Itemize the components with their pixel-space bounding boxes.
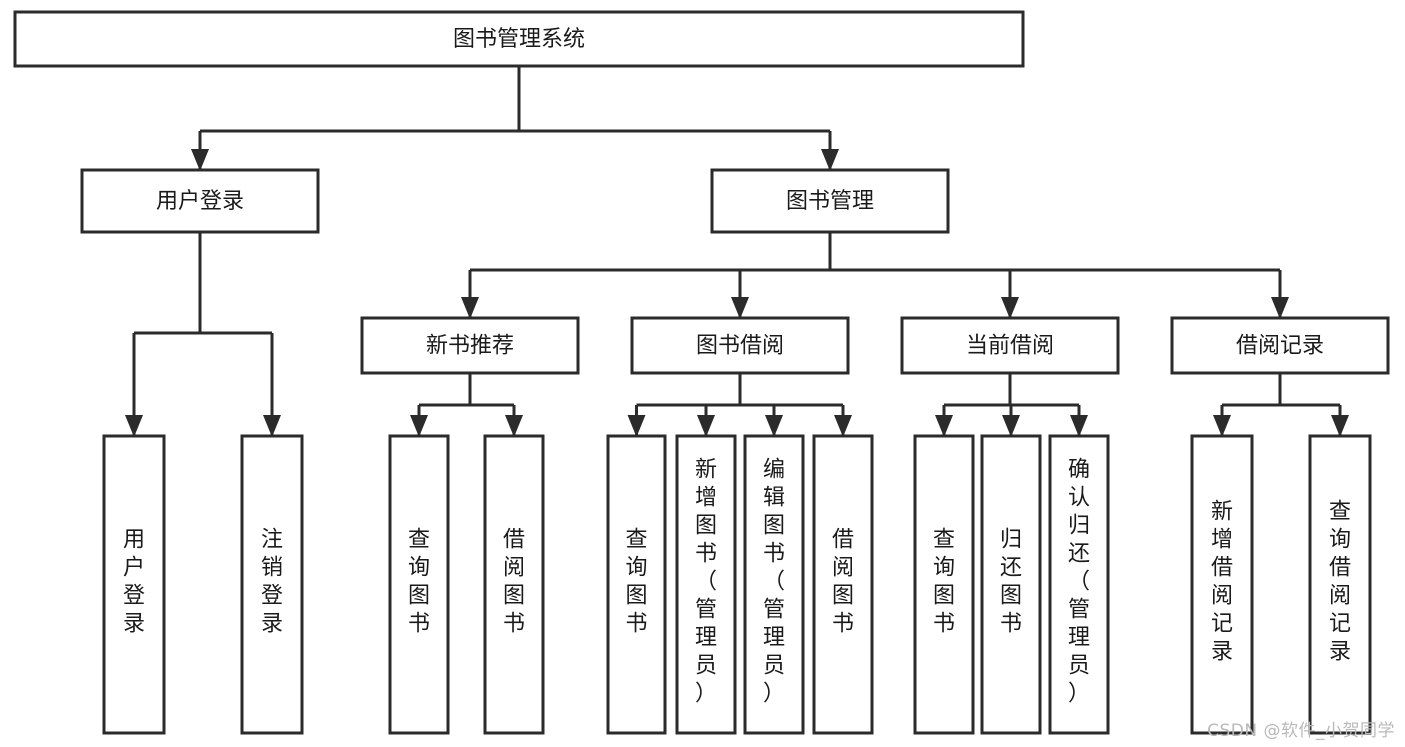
- node-leaf-12-label: 查询借阅记录: [1329, 500, 1351, 665]
- node-leaf-6-rect: [743, 434, 805, 735]
- arrow-head-icon: [1271, 297, 1289, 319]
- arrow-head-icon: [410, 415, 428, 437]
- node-root-图书管理系统-label: 图书管理系统: [453, 27, 585, 52]
- node-leaf-4[interactable]: 查询图书: [606, 434, 667, 735]
- arrow-head-icon: [627, 415, 646, 437]
- arrow-head-icon: [1070, 415, 1088, 437]
- node-leaf-0-label: 用户登录: [123, 528, 145, 637]
- node-leaf-8-label: 查询图书: [933, 528, 955, 637]
- node-level3-0-rect: [360, 316, 580, 375]
- arrow-head-icon: [935, 415, 953, 437]
- node-leaf-12[interactable]: 查询借阅记录: [1308, 434, 1372, 735]
- connectors-layer: [125, 66, 1349, 437]
- node-leaf-4-rect: [606, 434, 667, 735]
- node-leaf-1-label: 注销登录: [261, 528, 283, 637]
- node-leaf-5[interactable]: 新增图书（管理员）: [675, 434, 737, 735]
- node-level3-2-label: 当前借阅: [966, 334, 1054, 359]
- node-leaf-10-label: 确认归还（管理员）: [1068, 458, 1090, 707]
- node-leaf-7[interactable]: 借阅图书: [812, 434, 874, 735]
- node-root-图书管理系统[interactable]: 图书管理系统: [13, 10, 1025, 68]
- node-leaf-3-rect: [483, 434, 545, 735]
- node-level2-1-rect: [710, 168, 950, 234]
- node-level3-2-rect: [900, 316, 1120, 375]
- node-leaf-2-label: 查询图书: [408, 528, 430, 637]
- node-leaf-1[interactable]: 注销登录: [240, 434, 304, 735]
- arrow-head-icon: [1002, 415, 1020, 437]
- node-level3-3-label: 借阅记录: [1236, 334, 1324, 359]
- node-leaf-9-rect: [980, 434, 1042, 735]
- node-level3-0[interactable]: 新书推荐: [360, 316, 580, 375]
- node-leaf-0-rect: [102, 434, 166, 735]
- node-level2-0-rect: [80, 168, 320, 234]
- node-level2-0-label: 用户登录: [156, 189, 244, 214]
- node-leaf-3[interactable]: 借阅图书: [483, 434, 545, 735]
- node-level2-1[interactable]: 图书管理: [710, 168, 950, 234]
- node-leaf-3-label: 借阅图书: [503, 528, 525, 637]
- node-leaf-6-label: 编辑图书（管理员）: [763, 458, 785, 707]
- arrow-head-icon: [834, 415, 852, 437]
- node-leaf-11-label: 新增借阅记录: [1211, 500, 1233, 665]
- node-leaf-1-rect: [240, 434, 304, 735]
- node-root-图书管理系统-rect: [13, 10, 1025, 68]
- node-leaf-10-rect: [1048, 434, 1110, 735]
- node-leaf-0[interactable]: 用户登录: [102, 434, 166, 735]
- node-level2-1-label: 图书管理: [786, 189, 874, 214]
- node-leaf-5-rect: [675, 434, 737, 735]
- node-leaf-8-rect: [913, 434, 975, 735]
- node-leaf-7-label: 借阅图书: [832, 528, 854, 637]
- node-leaf-12-rect: [1308, 434, 1372, 735]
- node-leaf-9-label: 归还图书: [1000, 528, 1022, 637]
- node-leaf-6[interactable]: 编辑图书（管理员）: [743, 434, 805, 735]
- arrow-head-icon: [765, 415, 783, 437]
- boxes-layer: 图书管理系统用户登录图书管理新书推荐图书借阅当前借阅借阅记录用户登录注销登录查询…: [13, 10, 1390, 735]
- arrow-head-icon: [821, 149, 839, 171]
- node-leaf-9[interactable]: 归还图书: [980, 434, 1042, 735]
- arrow-head-icon: [1001, 297, 1019, 319]
- node-leaf-7-rect: [812, 434, 874, 735]
- arrow-head-icon: [697, 415, 715, 437]
- node-leaf-11-rect: [1190, 434, 1254, 735]
- node-level3-1-label: 图书借阅: [696, 334, 784, 359]
- node-leaf-11[interactable]: 新增借阅记录: [1190, 434, 1254, 735]
- node-level3-3-rect: [1170, 316, 1390, 375]
- arrow-head-icon: [1213, 415, 1231, 437]
- arrow-head-icon: [1331, 415, 1349, 437]
- arrow-head-icon: [461, 297, 479, 319]
- node-leaf-2-rect: [388, 434, 450, 735]
- arrow-head-icon: [191, 149, 209, 171]
- node-level3-0-label: 新书推荐: [426, 334, 514, 359]
- node-leaf-8[interactable]: 查询图书: [913, 434, 975, 735]
- node-leaf-10[interactable]: 确认归还（管理员）: [1048, 434, 1110, 735]
- arrow-head-icon: [125, 415, 143, 437]
- arrow-head-icon: [505, 415, 523, 437]
- node-level3-1-rect: [630, 316, 850, 375]
- arrow-head-icon: [263, 415, 281, 437]
- node-level3-1[interactable]: 图书借阅: [630, 316, 850, 375]
- node-leaf-2[interactable]: 查询图书: [388, 434, 450, 735]
- node-level3-3[interactable]: 借阅记录: [1170, 316, 1390, 375]
- node-level3-2[interactable]: 当前借阅: [900, 316, 1120, 375]
- node-leaf-4-label: 查询图书: [625, 528, 647, 637]
- node-leaf-5-label: 新增图书（管理员）: [695, 458, 717, 707]
- csdn-watermark: CSDN @软件_小贺同学: [1207, 721, 1395, 741]
- arrow-head-icon: [731, 297, 749, 319]
- node-level2-0[interactable]: 用户登录: [80, 168, 320, 234]
